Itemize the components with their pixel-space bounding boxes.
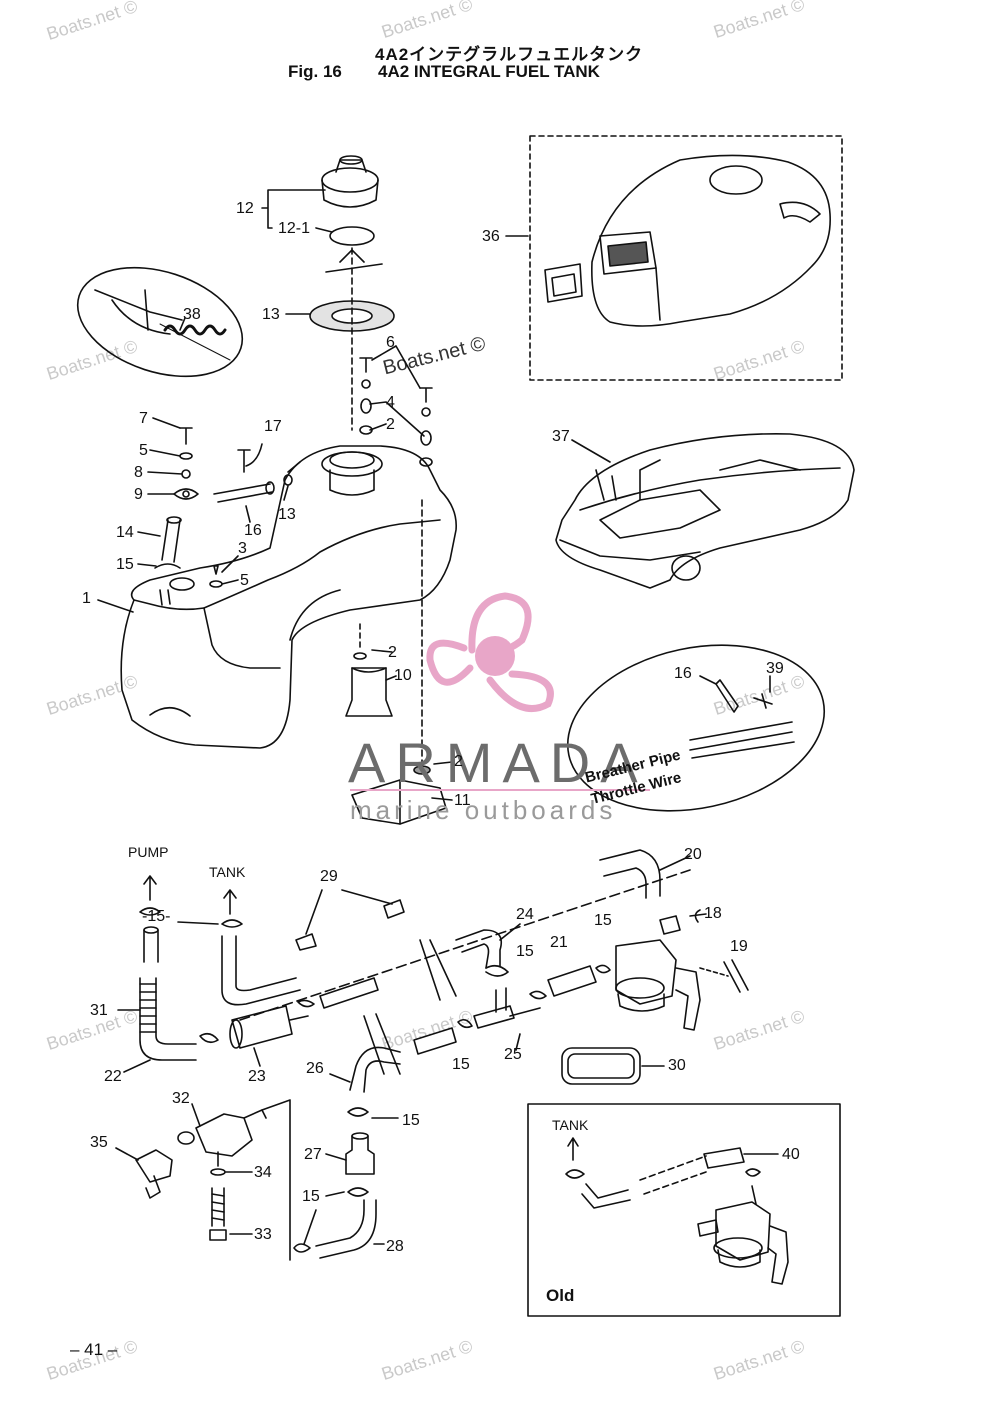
callout-24: 24: [516, 906, 534, 923]
figure-title: 4A2 INTEGRAL FUEL TANK: [378, 62, 600, 81]
brand-subtitle: marine outboards: [350, 795, 617, 825]
tank-label: TANK: [209, 864, 246, 880]
old-label: Old: [546, 1286, 575, 1305]
title-japanese: 4A2インテグラルフュエルタンク: [375, 45, 644, 64]
callout-13-b: 13: [278, 506, 296, 523]
callout-16-b: 16: [674, 665, 692, 682]
callout-38: 38: [183, 306, 201, 323]
callout-2-c: 2: [454, 753, 463, 770]
callout-25: 25: [504, 1046, 522, 1063]
callout-36: 36: [482, 228, 500, 245]
callout-9: 9: [134, 486, 143, 503]
fasteners-left: [147, 417, 199, 500]
callout-20: 20: [684, 846, 702, 863]
spring-38: [159, 323, 231, 361]
callout-5-b: 5: [240, 572, 249, 589]
callout-29: 29: [320, 868, 338, 885]
callout-6: 6: [386, 334, 395, 351]
callout-27: 27: [304, 1146, 322, 1163]
callout-32: 32: [172, 1090, 190, 1107]
callout-26: 26: [306, 1060, 324, 1077]
callout-17: 17: [264, 418, 282, 435]
callout-39: 39: [766, 660, 784, 677]
callout-19: 19: [730, 938, 748, 955]
fuel-cap: [309, 155, 395, 431]
callout-22: 22: [104, 1068, 122, 1085]
callout-14: 14: [116, 524, 134, 541]
figure-label: Fig. 16: [288, 62, 342, 81]
brand-name: ARMADA: [348, 731, 648, 794]
bottom-cowling-37: [555, 433, 855, 589]
callout-28: 28: [386, 1238, 404, 1255]
callout-4: 4: [386, 394, 395, 411]
callout-35: 35: [90, 1134, 108, 1151]
fuel-cock-old: [697, 1185, 789, 1285]
callout-2-b: 2: [388, 644, 397, 661]
callout-15: 15: [116, 556, 134, 573]
callout-40: 40: [782, 1146, 800, 1163]
callout-12: 12: [236, 200, 254, 217]
callout-21: 21: [550, 934, 568, 951]
callout-15-g: 15: [302, 1188, 320, 1205]
callout-12-1: 12-1: [278, 220, 311, 237]
callout-5: 5: [139, 442, 148, 459]
page-number: – 41 –: [70, 1340, 118, 1359]
callout-31: 31: [90, 1002, 108, 1019]
tank-inset-label: TANK: [552, 1117, 589, 1133]
fuel-cock-18: [615, 909, 707, 1031]
callout-10: 10: [394, 667, 412, 684]
bracket-10: [345, 623, 397, 717]
callout-15-c: 15: [594, 912, 612, 929]
fasteners-right: [359, 345, 433, 467]
callout-3: 3: [238, 540, 247, 557]
callout-23: 23: [248, 1068, 266, 1085]
callout-18: 18: [704, 905, 722, 922]
callout-8: 8: [134, 464, 143, 481]
callout-1: 1: [82, 590, 91, 607]
bracket-11: [351, 499, 453, 825]
callout-2: 2: [386, 416, 395, 433]
callout-15-pump: -15-: [142, 908, 171, 925]
callout-7: 7: [139, 410, 148, 427]
callout-11: 11: [454, 792, 471, 809]
callout-34: 34: [254, 1164, 272, 1181]
callout-16: 16: [244, 522, 262, 539]
callout-33: 33: [254, 1226, 272, 1243]
callout-15-f: 15: [402, 1112, 420, 1129]
fuel-tank-body: [120, 445, 457, 749]
callout-13: 13: [262, 306, 280, 323]
callout-30: 30: [668, 1057, 686, 1074]
fuel-connector-32: [177, 1099, 291, 1261]
pump-label: PUMP: [128, 844, 169, 860]
armada-propeller-logo: [426, 592, 554, 712]
cowling-36: [544, 154, 831, 327]
callout-15-e: 15: [452, 1056, 470, 1073]
callout-37: 37: [552, 428, 570, 445]
callout-15-d: 15: [516, 943, 534, 960]
